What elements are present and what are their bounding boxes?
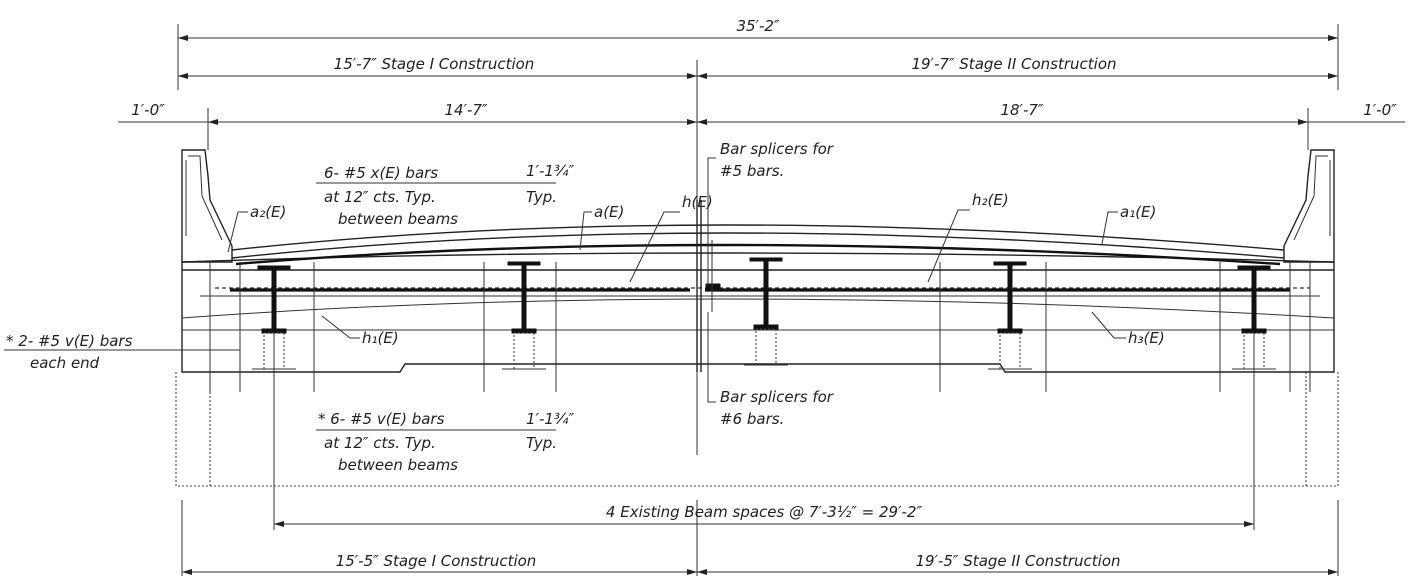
stage1-top-label: 15′-7″ Stage I Construction [334,55,535,73]
splicer5-note-line2: #5 bars. [720,162,784,180]
right-deck-label: 18′-7″ [1000,101,1043,119]
bottom-offset-dim: 1′-1¾″ [526,410,574,428]
bar-mark-a1: a₁(E) [1120,203,1156,221]
bar-mark-texts: a₂(E) a(E) h(E) h₂(E) a₁(E) h₁(E) h₃(E) [250,191,1165,347]
girder-3 [744,257,788,366]
girder-1 [252,265,296,370]
girder-4 [988,261,1032,370]
right-parapet-label: 1′-0″ [1363,101,1397,119]
end-bars-note-line2: each end [30,354,100,372]
v-bars-note-line2: at 12″ cts. Typ. [324,434,436,452]
bar-mark-h1: h₁(E) [362,329,399,347]
overall-width-label: 35′-2″ [736,17,779,35]
x-bars-note-line2: at 12″ cts. Typ. [324,188,436,206]
bar-mark-a2: a₂(E) [250,203,286,221]
v-bars-note-line3: between beams [338,456,458,474]
end-bars-note-line1: * 2- #5 v(E) bars [6,332,133,350]
girder-5 [1232,265,1276,370]
dimension-lines [118,24,1405,576]
girder-2 [502,261,546,370]
splicer6-note-line2: #6 bars. [720,410,784,428]
v-bars-note-line1: * 6- #5 v(E) bars [318,410,445,428]
splicer5-note-line1: Bar splicers for [720,140,834,158]
deck-structure [175,149,1339,487]
x-bars-note-line3: between beams [338,210,458,228]
x-bars-note-line1: 6- #5 x(E) bars [324,164,438,182]
leader-lines [4,157,1126,431]
bar-mark-h: h(E) [682,193,713,211]
note-texts: 6- #5 x(E) bars at 12″ cts. Typ. between… [6,140,834,474]
bar-mark-h3: h₃(E) [1128,329,1165,347]
top-offset-dim: 1′-1¾″ [526,162,574,180]
splicer6-note-line1: Bar splicers for [720,388,834,406]
beam-spaces-label: 4 Existing Beam spaces @ 7′-3½″ = 29′-2″ [606,503,923,521]
stage2-bottom-label: 19′-5″ Stage II Construction [915,552,1120,570]
dimension-texts: 35′-2″ 15′-7″ Stage I Construction 19′-7… [131,17,1397,570]
bottom-offset-typ: Typ. [526,434,557,452]
stage1-bottom-label: 15′-5″ Stage I Construction [336,552,537,570]
bar-mark-h2: h₂(E) [972,191,1009,209]
stage2-top-label: 19′-7″ Stage II Construction [911,55,1116,73]
left-parapet-label: 1′-0″ [131,101,165,119]
left-deck-label: 14′-7″ [444,101,487,119]
bar-mark-a: a(E) [594,203,624,221]
top-offset-typ: Typ. [526,188,557,206]
